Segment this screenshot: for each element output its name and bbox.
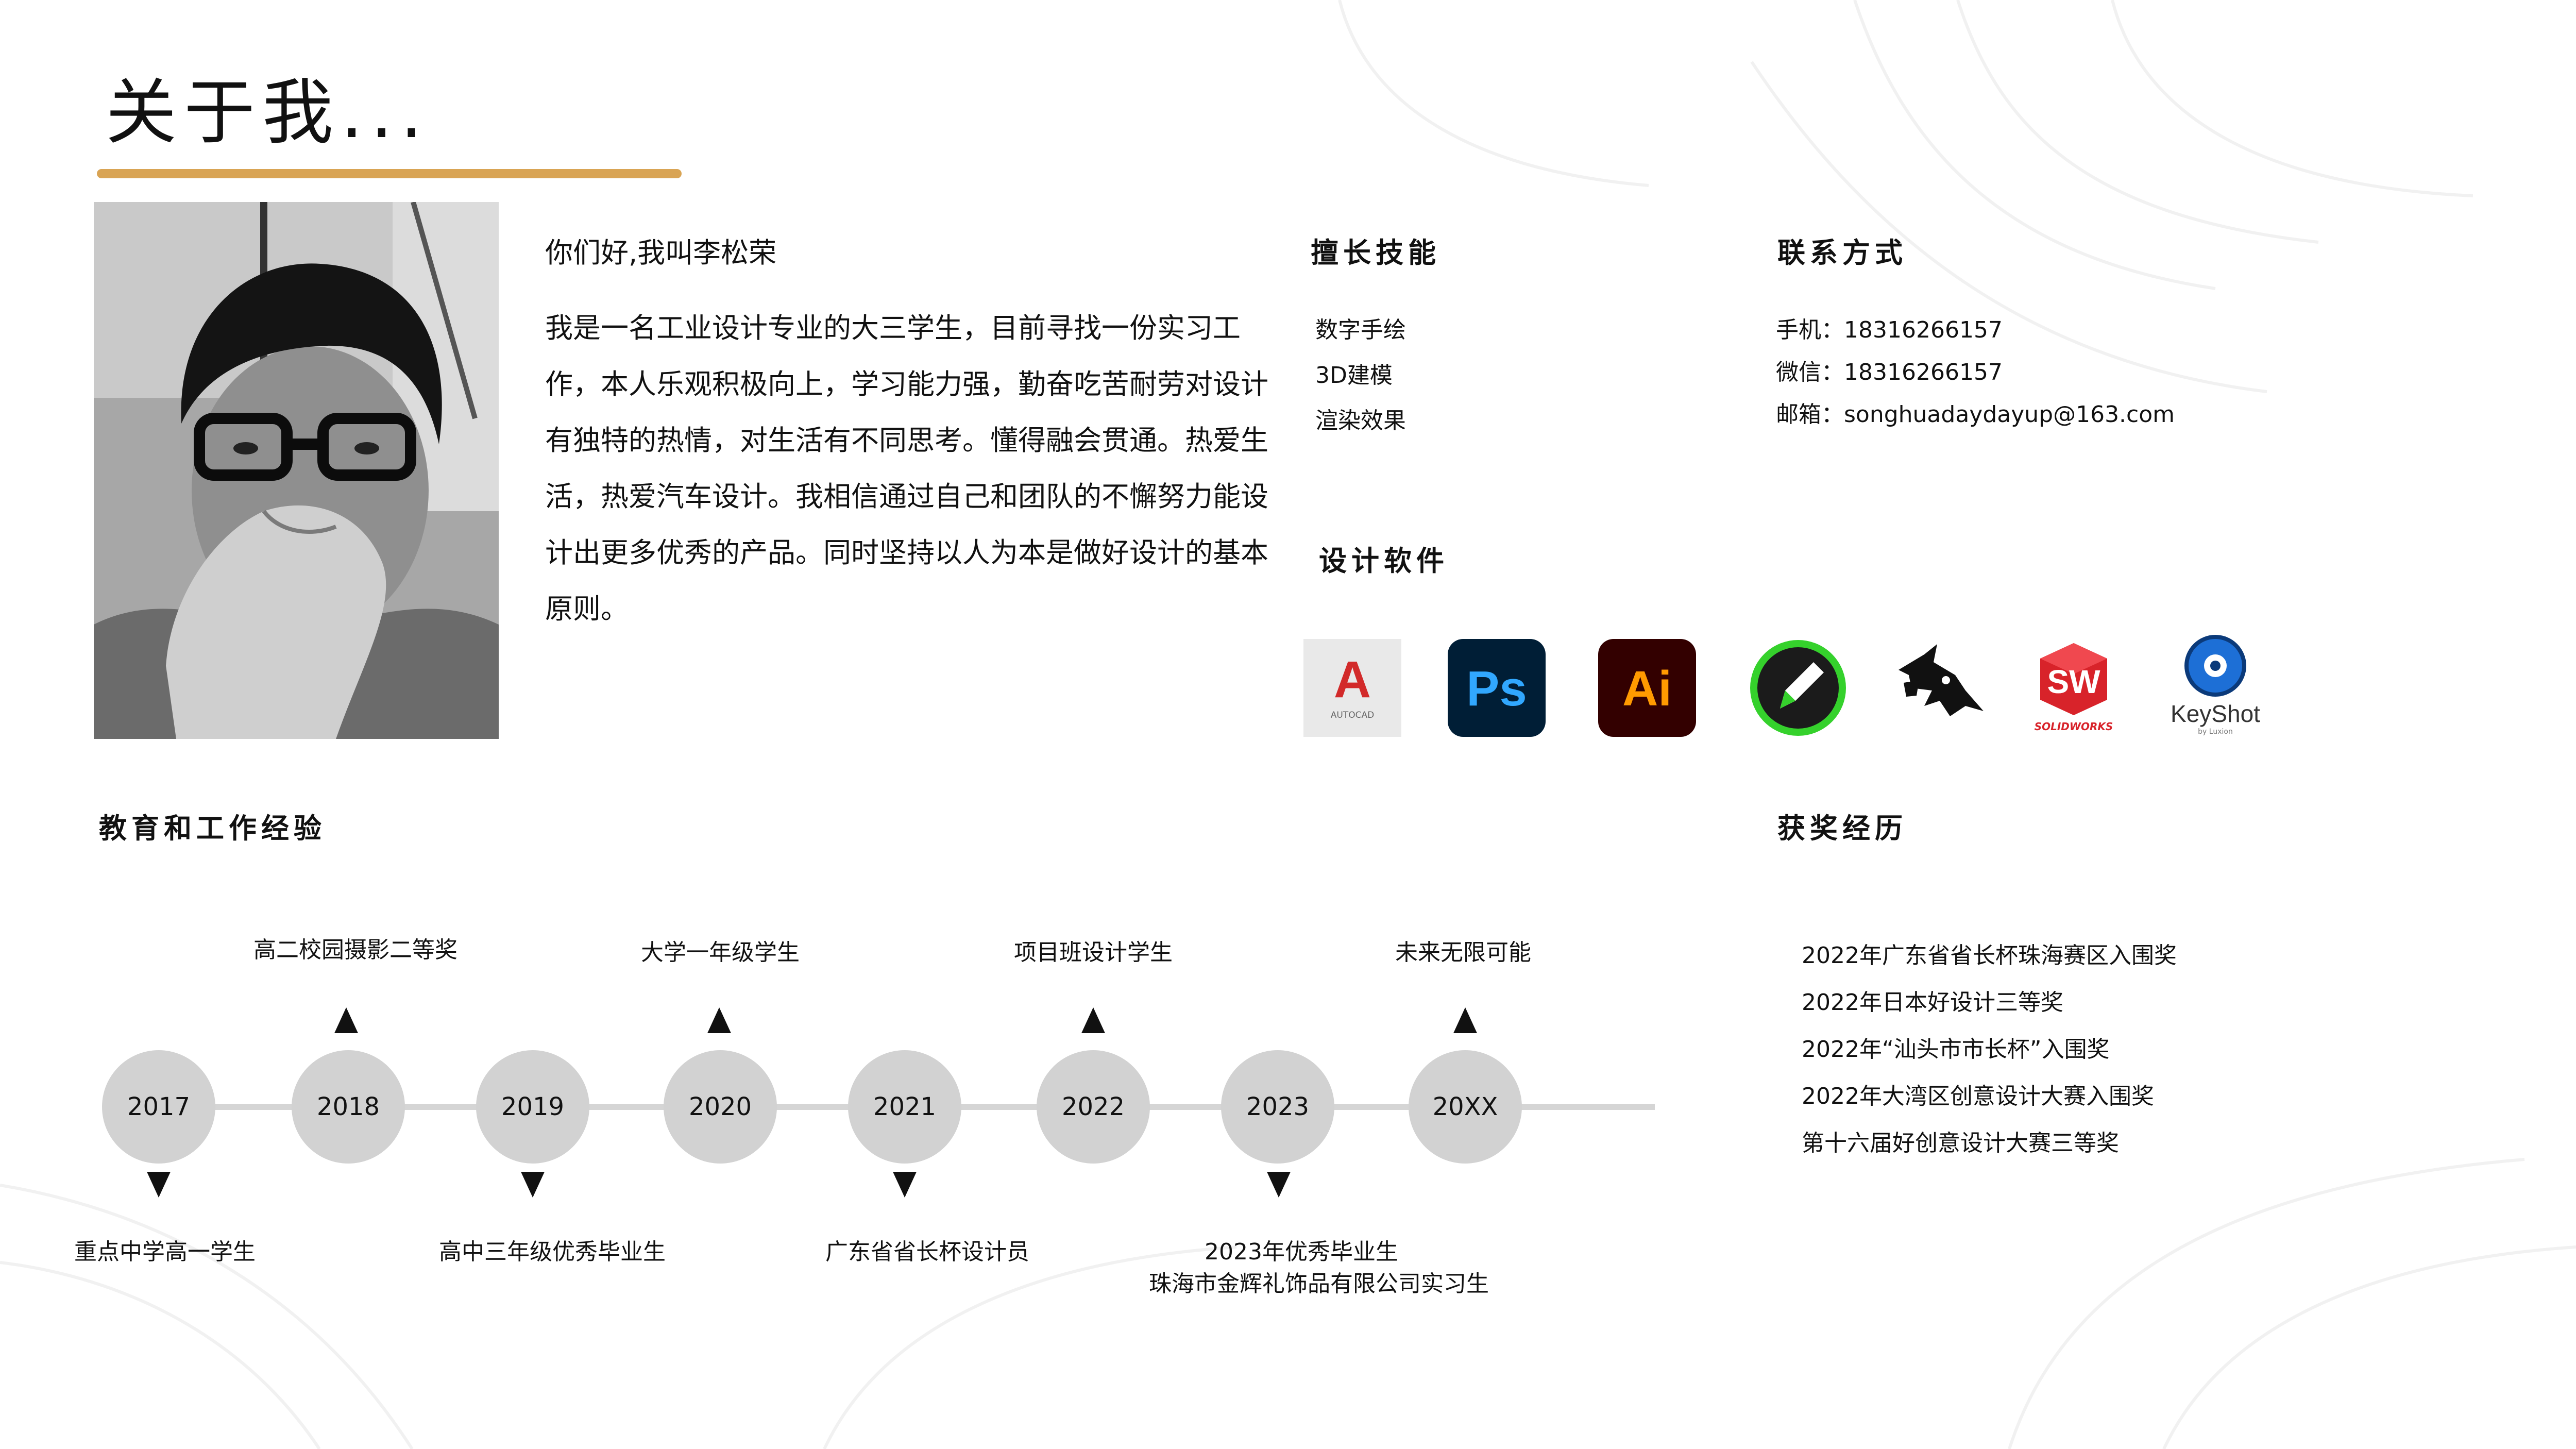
award-item: 2022年日本好设计三等奖 — [1802, 989, 2063, 1016]
greeting-text: 你们好,我叫李松荣 — [545, 237, 777, 269]
rhino-icon — [1888, 639, 1986, 737]
software-title: 设计软件 — [1319, 545, 1449, 577]
timeline-label-below: 珠海市金辉礼饰品有限公司实习生 — [1149, 1271, 1489, 1297]
skill-item: 渲染效果 — [1315, 408, 1406, 434]
timeline-label-below: 广东省省长杯设计员 — [825, 1239, 1029, 1265]
timeline-label-above: 未来无限可能 — [1395, 939, 1531, 966]
award-item: 2022年“汕头市市长杯”入围奖 — [1802, 1036, 2110, 1063]
contact-list: 手机：18316266157 微信：18316266157 邮箱：songhua… — [1776, 311, 2446, 435]
timeline-year-2020: 2020 — [664, 1050, 777, 1164]
experience-title: 教育和工作经验 — [99, 812, 326, 845]
contact-email: 邮箱：songhuadaydayup@163.com — [1776, 401, 2175, 428]
autocad-icon: A AUTOCAD — [1303, 639, 1401, 737]
intro-paragraph: 我是一名工业设计专业的大三学生，目前寻找一份实习工作，本人乐观积极向上，学习能力… — [545, 312, 1268, 625]
arrow-down-icon — [1267, 1172, 1291, 1198]
arrow-down-icon — [147, 1172, 171, 1198]
arrow-down-icon — [521, 1172, 545, 1198]
timeline-year-2019: 2019 — [476, 1050, 589, 1164]
timeline-year-2018: 2018 — [292, 1050, 405, 1164]
illustrator-icon: Ai — [1598, 639, 1696, 737]
timeline-year-20xx: 20XX — [1409, 1050, 1522, 1164]
portrait-photo — [94, 202, 499, 739]
award-item: 2022年广东省省长杯珠海赛区入围奖 — [1802, 942, 2177, 969]
timeline-label-above: 项目班设计学生 — [1014, 939, 1173, 966]
timeline-label-below: 2023年优秀毕业生 — [1205, 1239, 1398, 1265]
timeline-label-above: 高二校园摄影二等奖 — [253, 937, 457, 963]
awards-list: 2022年广东省省长杯珠海赛区入围奖 2022年日本好设计三等奖 2022年“汕… — [1802, 937, 2471, 1164]
arrow-up-icon — [707, 1007, 731, 1033]
contact-title: 联系方式 — [1777, 237, 1907, 269]
arrow-up-icon — [1453, 1007, 1477, 1033]
timeline-year-2017: 2017 — [102, 1050, 215, 1164]
timeline-label-below: 重点中学高一学生 — [74, 1239, 256, 1265]
arrow-up-icon — [1081, 1007, 1105, 1033]
arrow-down-icon — [893, 1172, 917, 1198]
timeline-label-above: 大学一年级学生 — [641, 939, 800, 966]
award-item: 第十六届好创意设计大赛三等奖 — [1802, 1130, 2119, 1156]
skill-item: 数字手绘 — [1315, 317, 1406, 343]
solidworks-icon: SW SOLIDWORKS — [2025, 639, 2123, 737]
photoshop-icon: Ps — [1448, 639, 1546, 737]
timeline-year-2021: 2021 — [848, 1050, 961, 1164]
award-item: 2022年大湾区创意设计大赛入围奖 — [1802, 1083, 2154, 1109]
skills-list: 数字手绘 3D建模 渲染效果 — [1315, 311, 1624, 445]
contact-wechat: 微信：18316266157 — [1776, 359, 2003, 385]
page-title: 关于我... — [106, 71, 430, 154]
arrow-up-icon — [334, 1007, 358, 1033]
title-underline — [97, 169, 682, 178]
sketchbook-icon — [1749, 639, 1847, 737]
keyshot-icon: KeyShot by Luxion — [2159, 635, 2272, 737]
timeline-year-2022: 2022 — [1037, 1050, 1150, 1164]
skill-item: 3D建模 — [1315, 362, 1393, 389]
skills-title: 擅长技能 — [1311, 237, 1440, 269]
timeline-year-2023: 2023 — [1221, 1050, 1334, 1164]
contact-phone: 手机：18316266157 — [1776, 317, 2003, 343]
timeline-label-below: 高中三年级优秀毕业生 — [439, 1239, 666, 1265]
awards-title: 获奖经历 — [1777, 812, 1907, 845]
